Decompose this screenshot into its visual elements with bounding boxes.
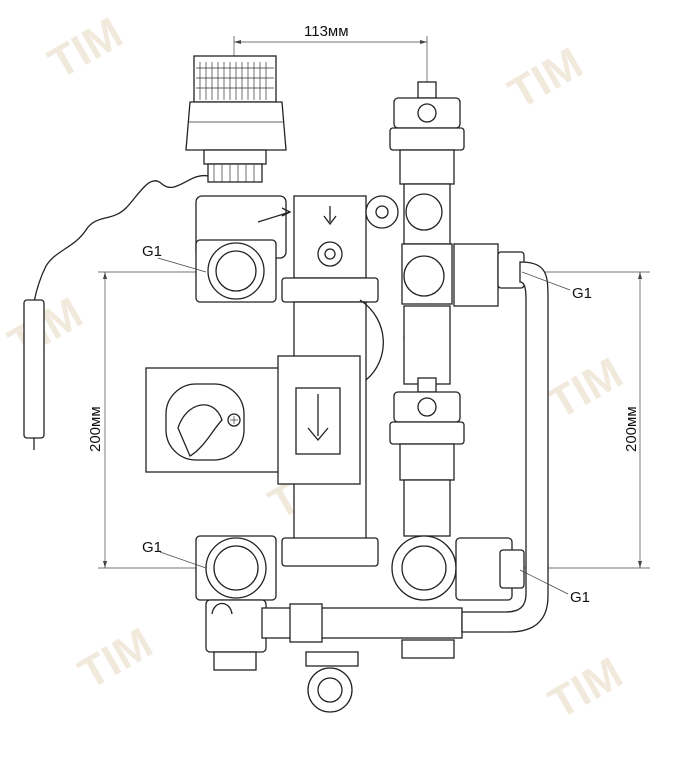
watermark-1: TIM [41,8,131,88]
dimension-left: 200мм [87,271,205,569]
dimension-right-label: 200мм [623,406,640,452]
watermark-6: TIM [541,648,631,728]
port-right-bottom-label: G1 [570,589,590,606]
bottom-bypass [205,599,463,713]
port-right-top-label: G1 [572,285,592,302]
watermark-4: TIM [541,348,631,428]
dimension-right: 200мм [500,271,650,569]
dimension-left-label: 200мм [87,406,104,452]
circulation-pump [145,355,361,485]
watermark-2: TIM [501,38,591,118]
thermostatic-head [185,55,287,183]
capillary-sensor [23,174,209,450]
port-right-top: G1 [461,251,592,633]
right-column [365,81,499,537]
watermark-3: TIM [1,288,91,368]
port-left-bottom: G1 [142,535,277,601]
dimension-top-label: 113мм [304,23,349,40]
port-right-bottom: G1 [391,535,590,606]
port-left-top-label: G1 [142,243,162,260]
port-left-top: G1 [142,239,277,303]
port-left-bottom-label: G1 [142,539,162,556]
watermark-5: TIM [71,618,161,698]
